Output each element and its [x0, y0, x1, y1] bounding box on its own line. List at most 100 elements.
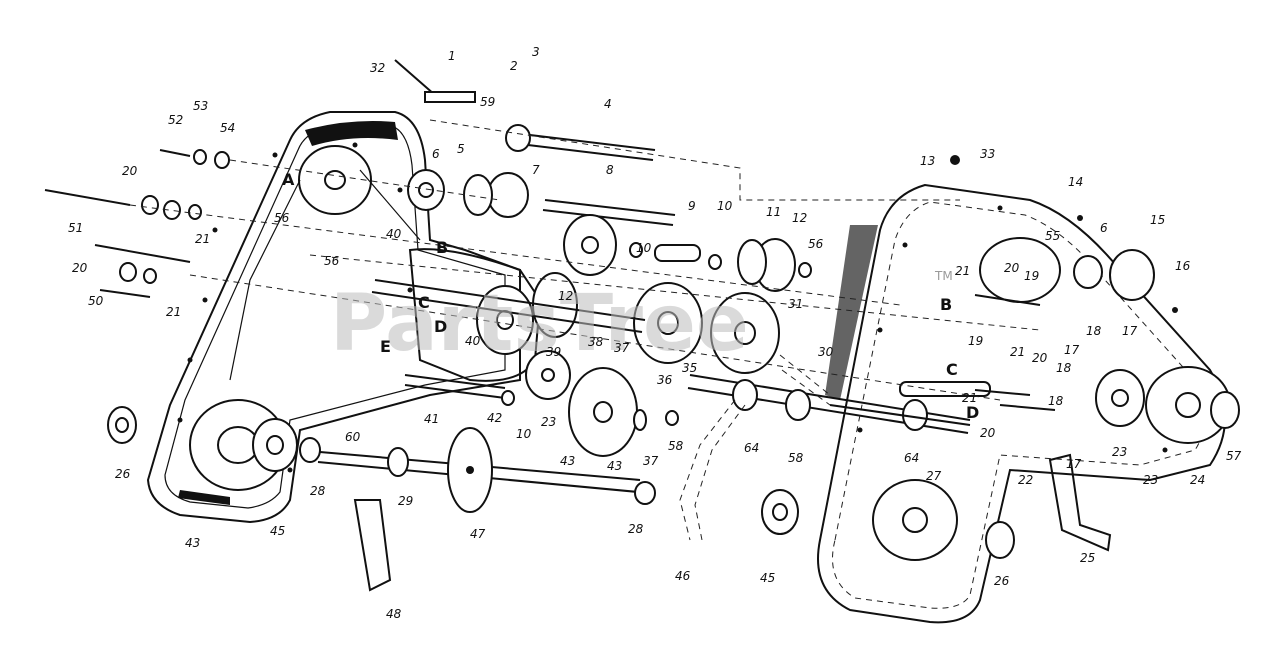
callout-label: 23: [1112, 445, 1127, 459]
callout-label: 36: [657, 373, 673, 387]
callout-label: 48: [386, 607, 402, 621]
callout-label: 18: [1086, 324, 1102, 338]
callout-label: 53: [193, 99, 208, 113]
callout-label: 20: [72, 261, 88, 275]
upper-assemblies: [44, 59, 971, 592]
marker-d-right: D: [966, 403, 979, 422]
callout-label: 40: [465, 334, 481, 348]
callout-label: 56: [324, 254, 340, 268]
callout-label: 38: [588, 335, 604, 349]
callout-label: 41: [424, 412, 439, 426]
callout-label: 19: [968, 334, 983, 348]
watermark-tm: TM: [934, 269, 953, 283]
callout-label: 64: [904, 451, 919, 465]
callout-label: 27: [926, 469, 942, 483]
callout-label: 14: [1068, 175, 1083, 189]
callout-labels: 32 1 3 2 59 4 53 52 54 5 6 7 8 20 21 56 …: [68, 45, 1242, 621]
callout-label: 37: [643, 454, 659, 468]
callout-label: 50: [88, 294, 104, 308]
callout-label: 55: [1045, 229, 1060, 243]
callout-label: 21: [955, 264, 970, 278]
guide-lines: [129, 119, 1041, 401]
callout-label: 17: [1066, 457, 1082, 471]
marker-b-right: B: [940, 295, 952, 314]
callout-label: 56: [808, 237, 824, 251]
callout-label: 23: [1143, 473, 1158, 487]
callout-label: 11: [766, 205, 781, 219]
callout-label: 20: [122, 164, 138, 178]
watermark: PartsTree TM: [330, 269, 953, 369]
callout-label: 26: [115, 467, 131, 481]
callout-label: 43: [607, 459, 622, 473]
callout-label: 21: [195, 232, 210, 246]
callout-label: 39: [546, 345, 561, 359]
callout-label: 46: [675, 569, 691, 583]
callout-label: 18: [1048, 394, 1064, 408]
callout-label: 29: [398, 494, 413, 508]
callout-label: 26: [994, 574, 1010, 588]
callout-label: 22: [1018, 473, 1033, 487]
callout-label: 21: [166, 305, 181, 319]
callout-label: 52: [168, 113, 183, 127]
callout-label: 12: [558, 289, 573, 303]
callout-label: 51: [68, 221, 83, 235]
callout-label: 23: [541, 415, 556, 429]
callout-label: 57: [1226, 449, 1242, 463]
callout-label: 30: [818, 345, 834, 359]
callout-label: 16: [1175, 259, 1191, 273]
callout-label: 19: [1024, 269, 1039, 283]
callout-label: 6: [432, 147, 440, 161]
callout-label: 45: [270, 524, 285, 538]
callout-label: 5: [457, 142, 465, 156]
callout-label: 40: [386, 227, 402, 241]
callout-label: 33: [980, 147, 995, 161]
callout-label: 21: [962, 391, 977, 405]
callout-label: 43: [560, 454, 575, 468]
callout-label: 64: [744, 441, 759, 455]
callout-label: 15: [1150, 213, 1165, 227]
callout-label: 31: [788, 297, 803, 311]
marker-e: E: [380, 337, 391, 356]
callout-label: 60: [345, 430, 361, 444]
marker-a: A: [282, 170, 295, 189]
callout-label: 24: [1190, 473, 1205, 487]
left-chain-case: [146, 111, 542, 524]
callout-label: 56: [274, 211, 290, 225]
callout-label: 10: [516, 427, 532, 441]
callout-label: 7: [532, 163, 540, 177]
callout-label: 28: [628, 522, 644, 536]
callout-label: 20: [1004, 261, 1020, 275]
marker-c-right: C: [946, 360, 958, 379]
marker-d-left: D: [434, 317, 447, 336]
callout-label: 9: [688, 199, 696, 213]
callout-label: 4: [604, 97, 612, 111]
callout-label: 58: [788, 451, 804, 465]
callout-label: 6: [1100, 221, 1108, 235]
callout-label: 3: [532, 45, 540, 59]
callout-label: 42: [487, 411, 502, 425]
left-boss-45: [252, 418, 321, 472]
callout-label: 10: [636, 241, 652, 255]
callout-label: 12: [792, 211, 807, 225]
callout-label: 37: [614, 341, 630, 355]
callout-label: 20: [980, 426, 996, 440]
callout-label: 45: [760, 571, 775, 585]
marker-c-left: C: [418, 293, 430, 312]
watermark-text: PartsTree: [330, 279, 749, 369]
callout-label: 20: [1032, 351, 1048, 365]
callout-label: 10: [717, 199, 733, 213]
callout-label: 35: [682, 361, 697, 375]
marker-b-left: B: [436, 238, 448, 257]
bottom-shaft-29: [317, 427, 641, 513]
callout-label: 43: [185, 536, 200, 550]
callout-label: 1: [448, 49, 456, 63]
callout-label: 18: [1056, 361, 1072, 375]
callout-label: 17: [1122, 324, 1138, 338]
callout-label: 25: [1080, 551, 1095, 565]
section-markers: A B B C C D D E: [282, 170, 979, 422]
right-chain-case: [817, 155, 1240, 624]
callout-label: 54: [220, 121, 235, 135]
callout-label: 28: [310, 484, 326, 498]
callout-label: 47: [470, 527, 486, 541]
